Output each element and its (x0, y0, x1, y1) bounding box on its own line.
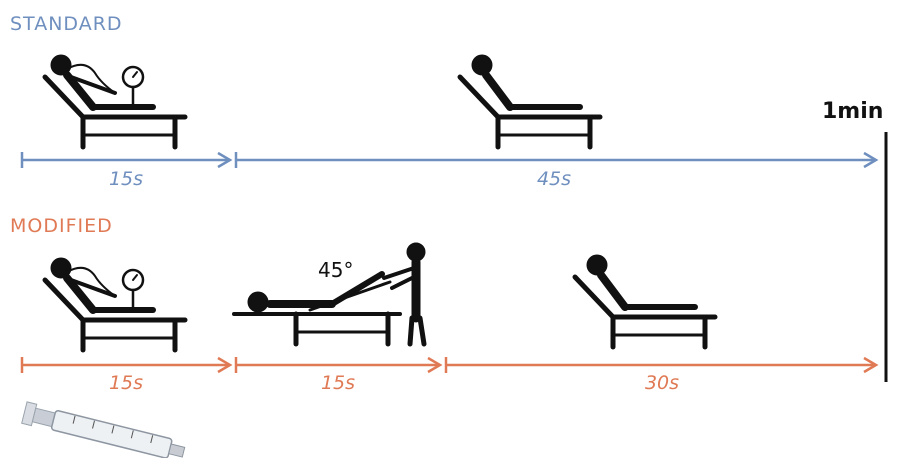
modified-step-2-duration: 15s (321, 372, 355, 394)
standard-step-1-duration: 15s (109, 168, 143, 190)
modified-arrow-1 (22, 357, 230, 373)
modified-step-3-duration: 30s (645, 372, 679, 394)
modified-section-title: MODIFIED (10, 215, 113, 237)
total-duration-label: 1min (822, 99, 883, 124)
syringe-icon (22, 402, 186, 458)
modified-step-1-duration: 15s (109, 372, 143, 394)
modified-arrow-2 (236, 357, 440, 373)
seated-person-bp-monitor-icon (45, 55, 185, 147)
seated-person-bp-monitor-icon (45, 258, 185, 350)
modified-arrow-3 (446, 357, 876, 373)
standard-step-2-duration: 45s (537, 168, 571, 190)
standard-arrow-1 (22, 152, 230, 168)
seated-person-resting-icon (460, 55, 600, 147)
standard-arrow-2 (236, 152, 876, 168)
leg-raise-angle-label: 45° (318, 258, 353, 282)
standard-section-title: STANDARD (10, 13, 123, 35)
seated-person-resting-icon (575, 255, 715, 347)
